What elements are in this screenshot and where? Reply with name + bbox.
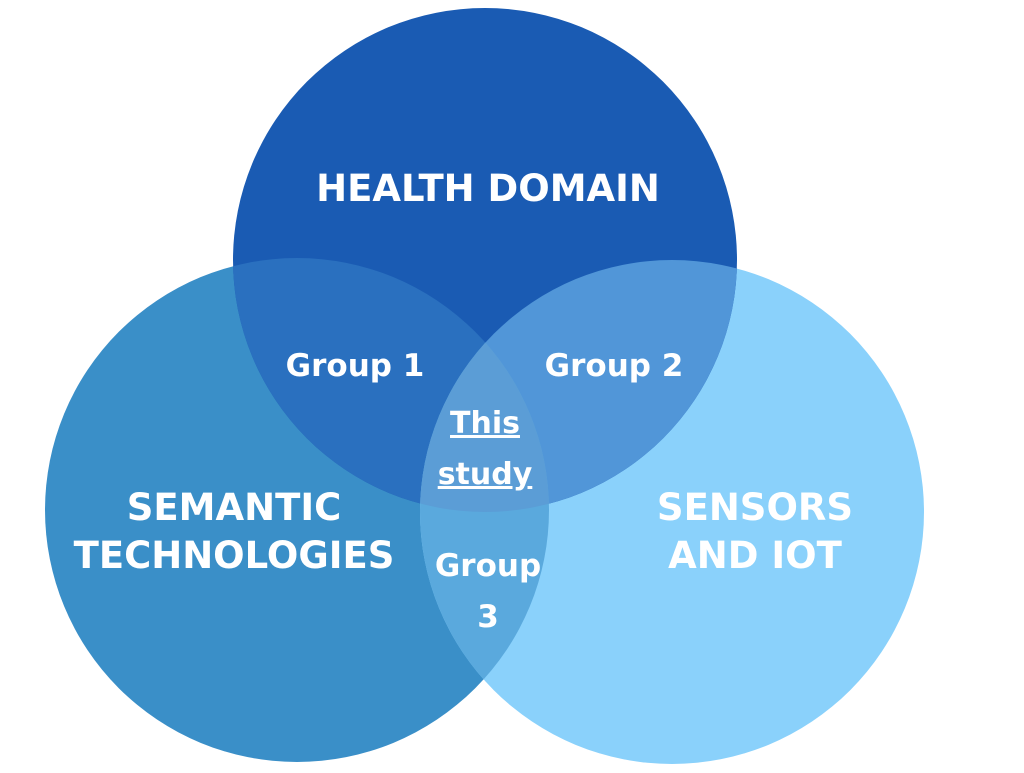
label-group-3-line2: 3 bbox=[477, 599, 499, 635]
label-this-study-line1: This bbox=[450, 406, 520, 441]
label-group-2: Group 2 bbox=[545, 348, 684, 384]
label-sensors-line1: SENSORS bbox=[657, 486, 853, 529]
label-health-domain: HEALTH DOMAIN bbox=[316, 167, 660, 210]
label-semantic-line2: TECHNOLOGIES bbox=[74, 534, 395, 577]
label-group-1: Group 1 bbox=[286, 348, 425, 384]
label-semantic-line1: SEMANTIC bbox=[127, 486, 342, 529]
label-sensors-line2: AND IOT bbox=[668, 534, 842, 577]
label-this-study-line2: study bbox=[438, 457, 533, 492]
label-group-3-line1: Group bbox=[435, 548, 541, 584]
overlap-health-sensors bbox=[420, 260, 737, 512]
